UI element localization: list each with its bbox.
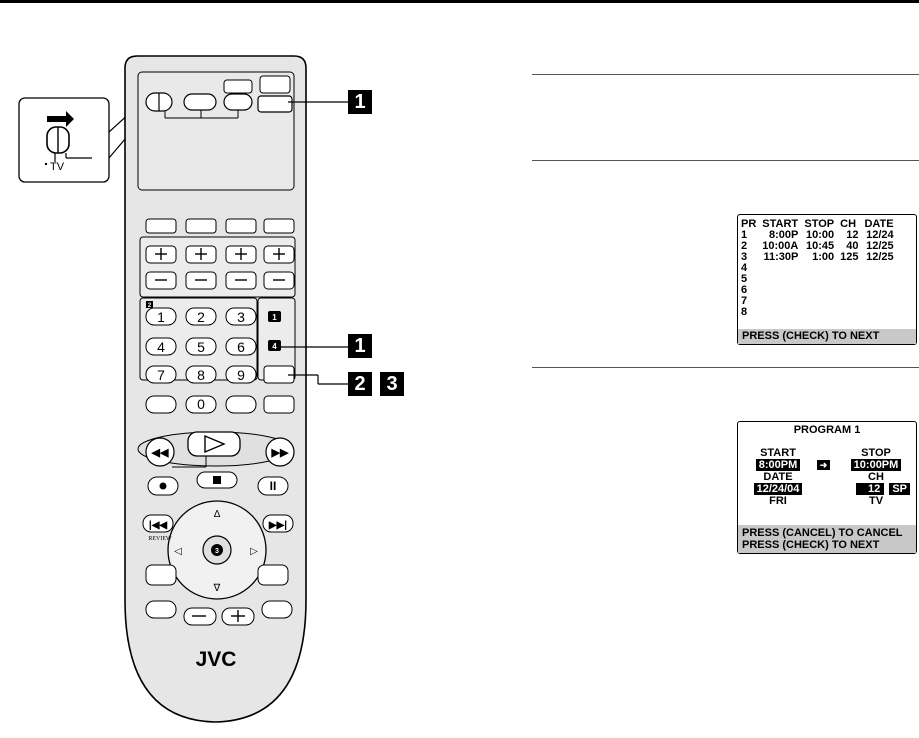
stop-value: 10:00PM	[844, 459, 908, 471]
program-list-footer: PRESS (CHECK) TO NEXT	[738, 329, 916, 344]
svg-text:∇: ∇	[213, 583, 221, 594]
brand-logo: JVC	[196, 648, 237, 671]
leader-lines	[280, 101, 348, 385]
svg-text:3: 3	[215, 548, 219, 555]
remote-illustration: TV	[18, 55, 348, 723]
date-label: DATE	[763, 471, 793, 483]
step-rule-2	[532, 160, 919, 161]
svg-text:▶▶: ▶▶	[271, 447, 289, 459]
program-detail-title: PROGRAM 1	[793, 424, 861, 436]
source-value: TV	[868, 495, 884, 507]
table-row: 5	[741, 273, 748, 285]
step-tag-1-mid: 1	[348, 334, 372, 358]
key-7: 7	[157, 367, 165, 383]
key-1: 1	[157, 309, 165, 325]
svg-text:▶▶|: ▶▶|	[268, 520, 287, 531]
key-3: 3	[237, 309, 245, 325]
svg-text:2: 2	[148, 303, 152, 309]
table-row: 7	[741, 295, 748, 307]
svg-text:▷: ▷	[250, 546, 258, 557]
table-row: 4	[741, 262, 748, 274]
ch-label: CH	[868, 471, 884, 483]
day-value: FRI	[769, 495, 787, 507]
svg-text:◁: ◁	[174, 546, 182, 557]
remote-body: 1 2 3 4 5 6 7 8 9 0 2 1 4 ◀◀ ▶▶ II	[124, 55, 307, 723]
svg-text:∆: ∆	[214, 509, 221, 520]
ch-value: 12 SP	[856, 483, 910, 495]
svg-text:4: 4	[272, 342, 277, 351]
step-rule-1	[532, 74, 919, 75]
arrow-icon: ➜	[817, 460, 830, 470]
step-tag-1-top: 1	[348, 90, 372, 114]
step-tag-3: 3	[380, 372, 404, 396]
program-detail-screen: PROGRAM 1 START STOP 8:00PM ➜ 10:00PM DA…	[737, 421, 917, 554]
date-value: 12/24/04	[750, 483, 806, 495]
step-rule-3	[532, 367, 919, 368]
svg-text:II: II	[270, 479, 277, 493]
key-2: 2	[197, 309, 205, 325]
key-6: 6	[237, 339, 245, 355]
key-0: 0	[197, 396, 205, 412]
start-value: 8:00PM	[750, 459, 806, 471]
svg-text:1: 1	[272, 313, 277, 322]
key-5: 5	[197, 339, 205, 355]
svg-text:|◀◀: |◀◀	[149, 520, 167, 531]
switch-inset: TV	[18, 97, 149, 183]
key-8: 8	[197, 367, 205, 383]
switch-tv-label: TV	[50, 161, 65, 173]
top-border	[0, 0, 919, 3]
start-label: START	[760, 447, 796, 459]
step-tag-2: 2	[348, 372, 372, 396]
stop-label: STOP	[861, 447, 891, 459]
key-4: 4	[157, 339, 165, 355]
table-row: 8	[741, 306, 748, 318]
program-detail-footer: PRESS (CANCEL) TO CANCEL PRESS (CHECK) T…	[738, 525, 916, 553]
key-9: 9	[237, 367, 245, 383]
table-row: 6	[741, 284, 748, 296]
review-label: REVIEW	[148, 536, 172, 542]
svg-text:◀◀: ◀◀	[151, 447, 169, 459]
